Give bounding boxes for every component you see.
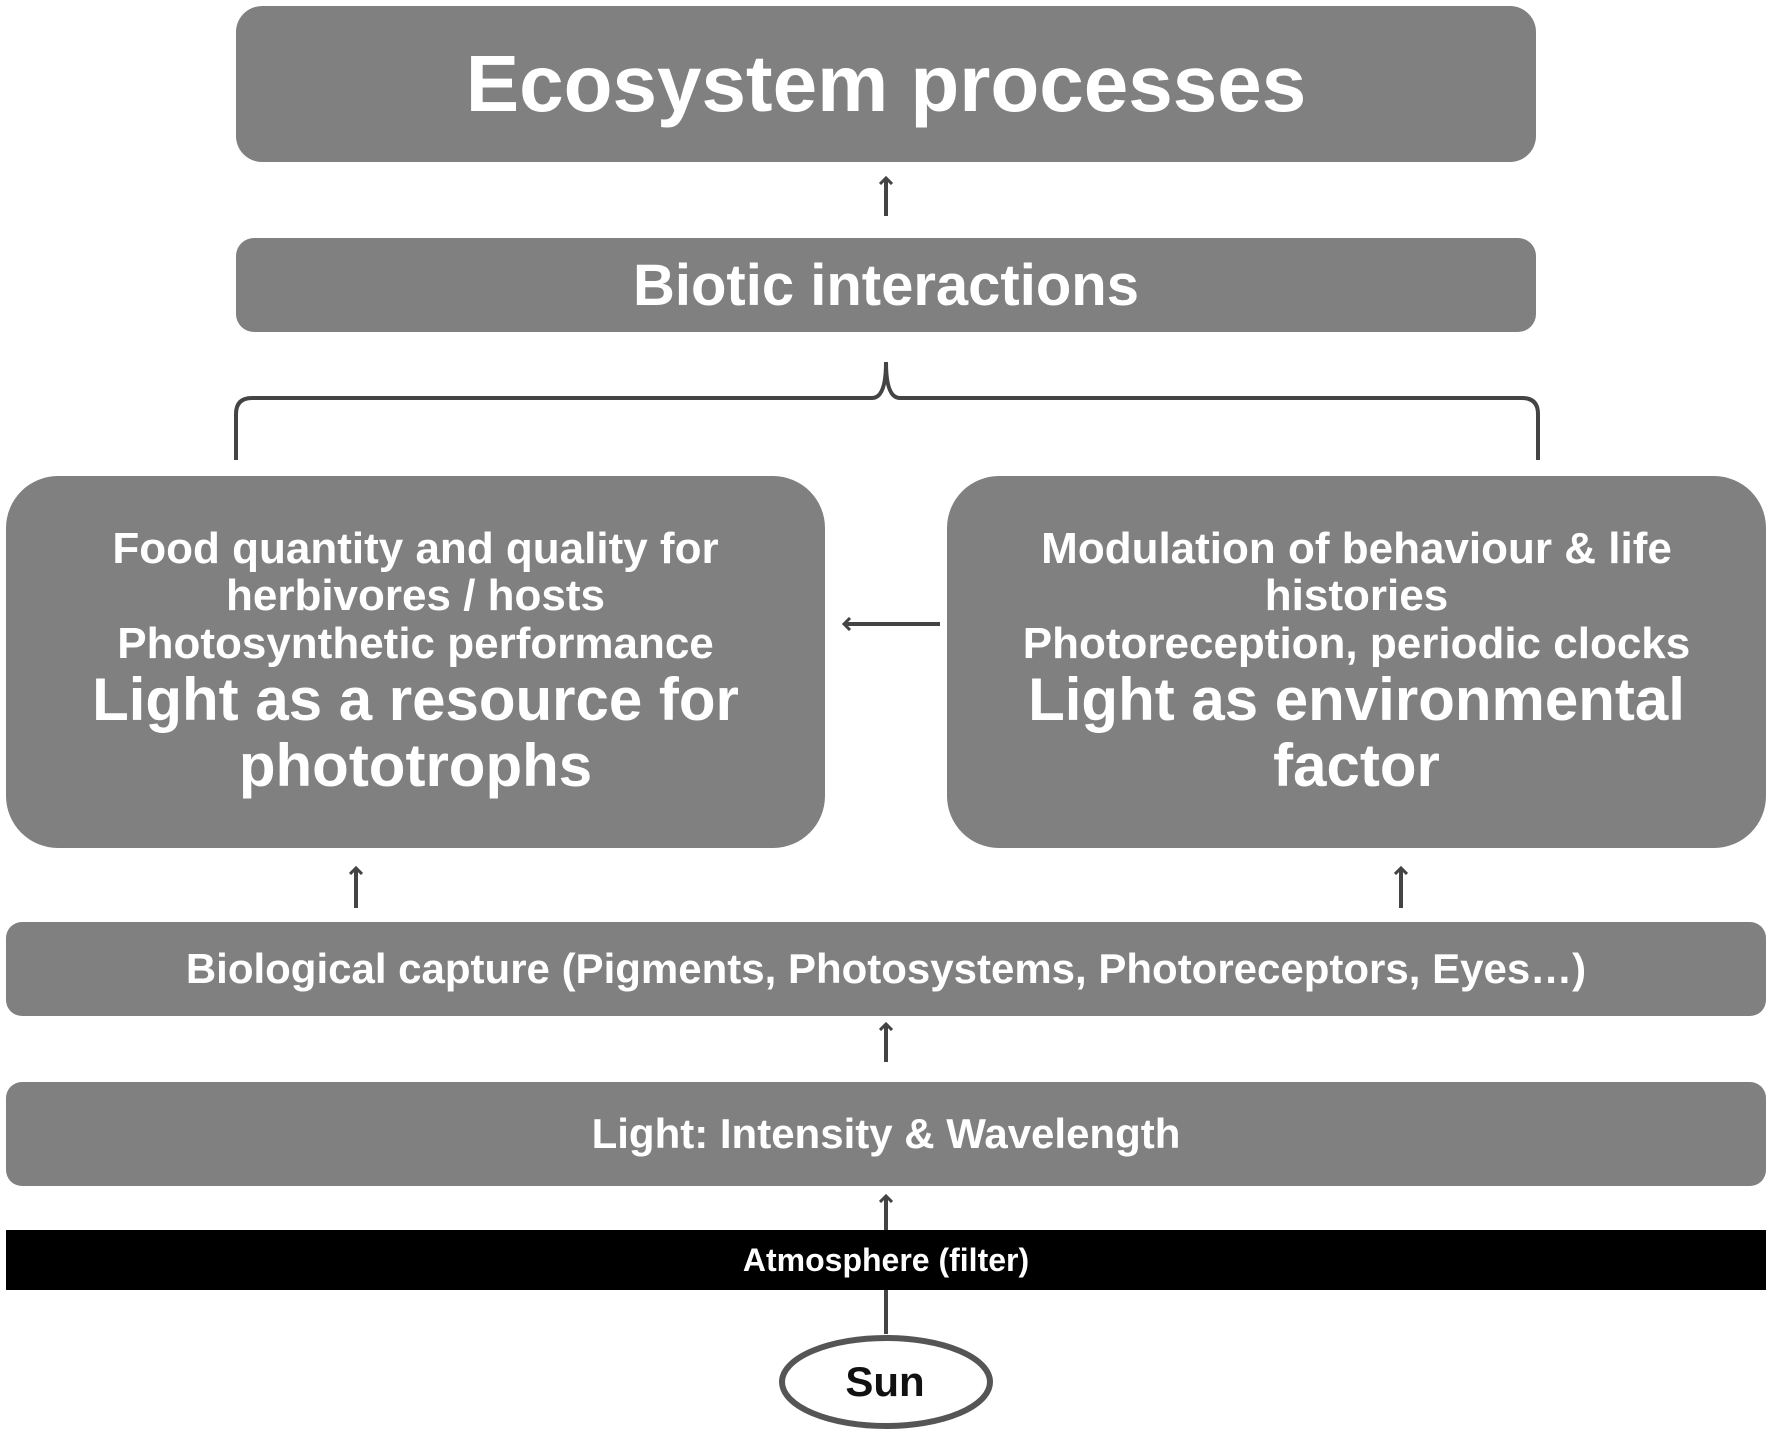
factor-title-line-1: Light as environmental [1028, 666, 1685, 734]
sun-node: Sun [780, 1338, 990, 1426]
factor-line-1: Modulation of behaviour & life [1041, 523, 1672, 573]
resource-title-line-1: Light as a resource for [92, 666, 739, 734]
resource-line-2: herbivores / hosts [225, 571, 605, 621]
ecosystem-processes-label: Ecosystem processes [465, 39, 1307, 128]
light-as-environmental-factor-box: Modulation of behaviour & life histories… [947, 476, 1766, 848]
resource-line-1: Food quantity and quality for [112, 523, 719, 573]
biotic-interactions-box: Biotic interactions [236, 238, 1536, 332]
resource-title-line-2: phototrophs [238, 732, 593, 800]
biological-capture-label: Biological capture (Pigments, Photosyste… [185, 945, 1587, 992]
light-intensity-label: Light: Intensity & Wavelength [591, 1110, 1181, 1157]
light-intensity-box: Light: Intensity & Wavelength [6, 1082, 1766, 1186]
sun-outline [779, 1335, 993, 1429]
atmosphere-filter-bar: Atmosphere (filter) [6, 1230, 1766, 1290]
resource-line-3: Photosynthetic performance [117, 618, 714, 668]
atmosphere-label: Atmosphere (filter) [742, 1241, 1030, 1278]
factor-title-line-2: factor [1273, 732, 1440, 800]
biological-capture-box: Biological capture (Pigments, Photosyste… [6, 922, 1766, 1016]
biotic-interactions-label: Biotic interactions [633, 252, 1139, 318]
sun-label: Sun [845, 1358, 925, 1405]
light-as-resource-box: Food quantity and quality for herbivores… [6, 476, 825, 848]
factor-line-2: histories [1264, 571, 1449, 621]
bracket-connector [234, 361, 1540, 460]
factor-line-3: Photoreception, periodic clocks [1022, 618, 1691, 668]
ecosystem-processes-box: Ecosystem processes [236, 6, 1536, 162]
